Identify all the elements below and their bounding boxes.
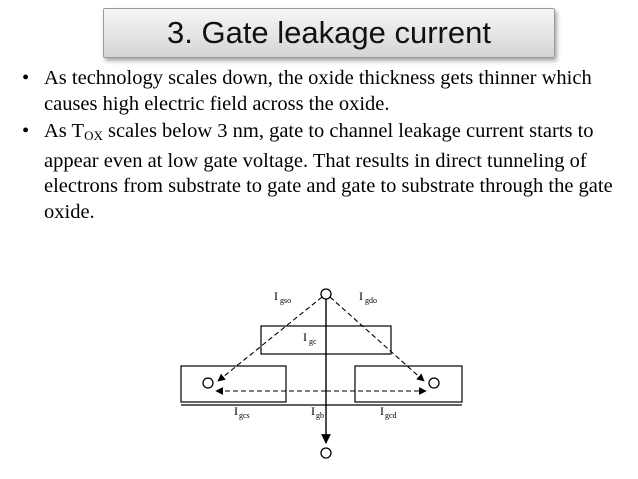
bullet-text-after: scales below 3 nm, gate to channel leaka…	[44, 120, 613, 223]
bullet-item: • As TOX scales below 3 nm, gate to chan…	[20, 119, 630, 225]
label-igcs: Igcs	[234, 404, 250, 420]
bullet-marker: •	[22, 120, 30, 143]
slide-title: 3. Gate leakage current	[167, 15, 491, 50]
bullet-text-before: As T	[44, 120, 85, 143]
tox-subscript: OX	[84, 128, 103, 144]
source-terminal-icon	[202, 377, 214, 389]
label-igcd: Igcd	[380, 404, 397, 420]
igso-arrow	[217, 296, 323, 382]
slide-title-box: 3. Gate leakage current	[103, 8, 555, 58]
source-region	[180, 365, 287, 403]
igdo-arrow	[329, 296, 425, 382]
label-igb: Igb	[311, 404, 324, 420]
bullet-item: • As technology scales down, the oxide t…	[20, 66, 630, 117]
gate-terminal-icon	[320, 288, 332, 300]
bullet-list: • As technology scales down, the oxide t…	[20, 66, 630, 228]
bullet-text: As technology scales down, the oxide thi…	[44, 67, 592, 115]
drain-terminal-icon	[428, 377, 440, 389]
bullet-marker: •	[22, 67, 30, 89]
body-terminal-icon	[320, 447, 332, 459]
drain-region	[354, 365, 463, 403]
